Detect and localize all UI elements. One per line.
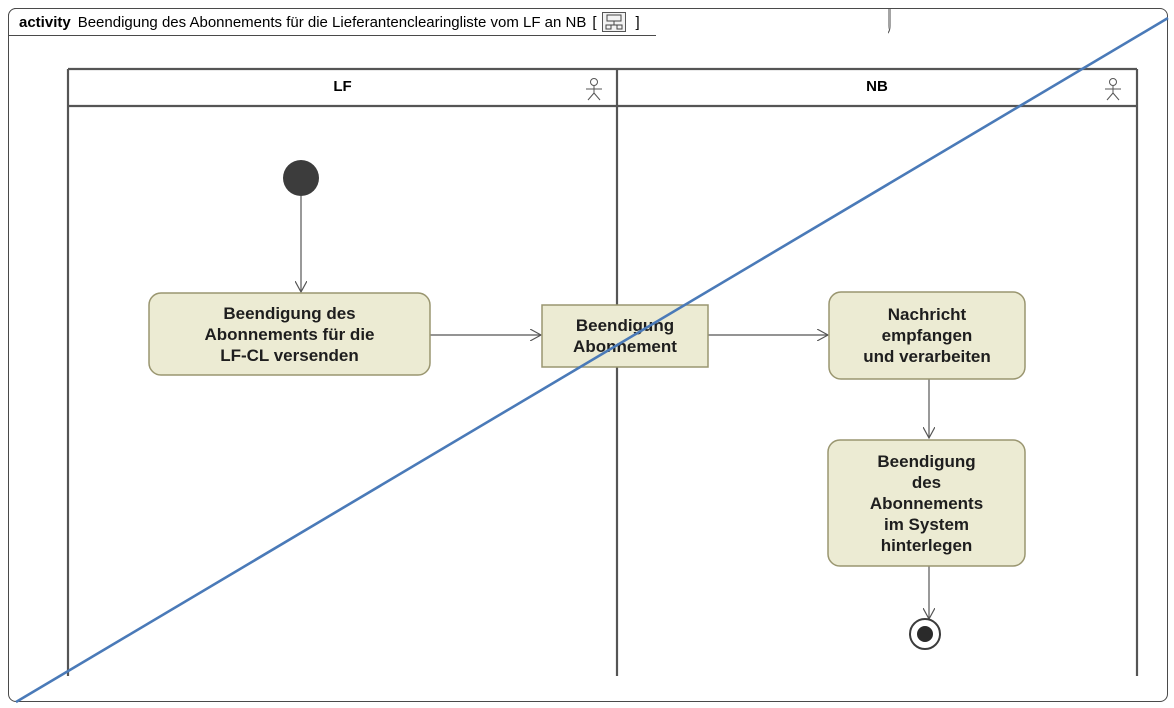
lane-label-lf: LF: [333, 78, 352, 95]
final-node: [909, 618, 941, 650]
action-store[interactable]: [827, 439, 1026, 567]
initial-node: [283, 160, 319, 196]
object-node[interactable]: [541, 304, 709, 368]
action-send[interactable]: [148, 292, 431, 376]
lane-label-nb: NB: [866, 78, 888, 95]
action-receive[interactable]: [828, 291, 1026, 380]
